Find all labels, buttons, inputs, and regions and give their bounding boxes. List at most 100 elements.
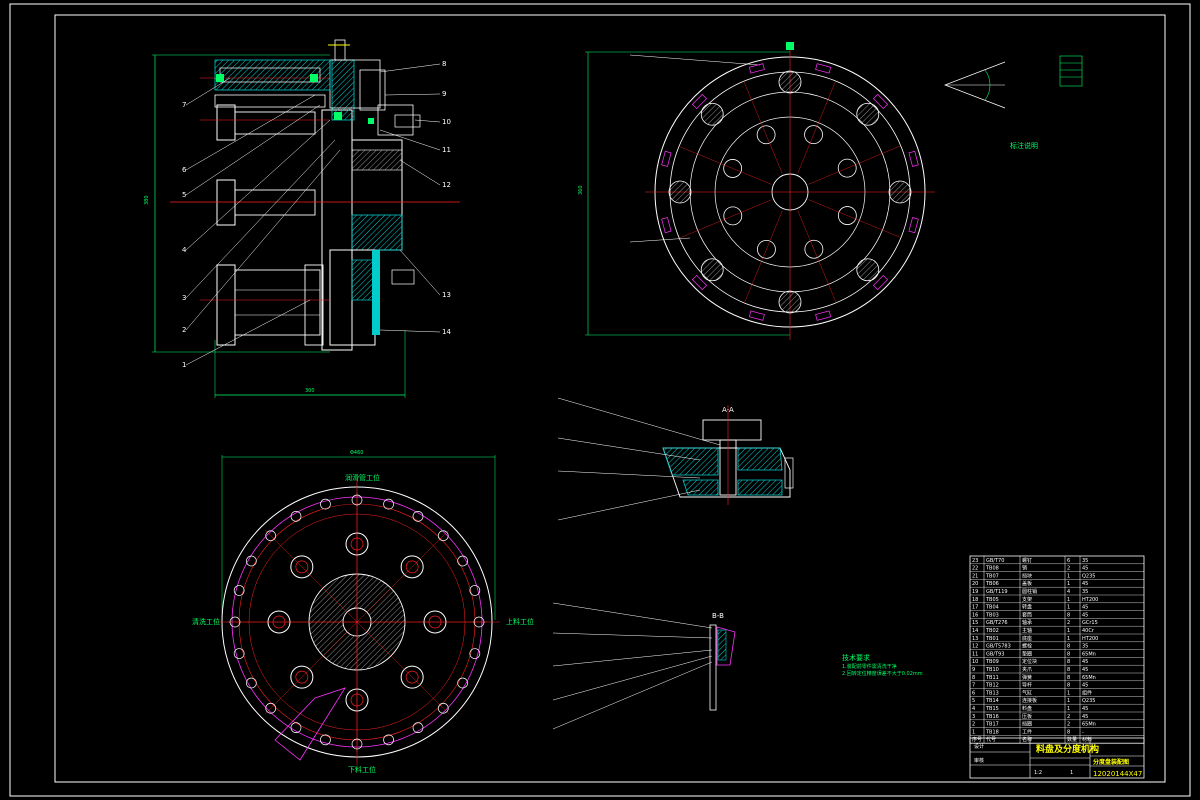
parts-cell: TB11 bbox=[985, 675, 999, 681]
parts-cell: TB15 bbox=[985, 706, 999, 712]
parts-cell: 螺钉 bbox=[1022, 557, 1032, 564]
parts-cell: 6 bbox=[1067, 558, 1070, 564]
parts-cell: 15 bbox=[972, 620, 978, 626]
leader-num-r3: 10 bbox=[442, 118, 451, 126]
leader-num-r1: 8 bbox=[442, 60, 446, 68]
pin-detail: B-B bbox=[552, 602, 736, 730]
title-scale: 1:2 bbox=[1034, 770, 1042, 776]
parts-cell: 螺栓 bbox=[1022, 643, 1032, 650]
leader-num-r4: 11 bbox=[442, 146, 451, 154]
parts-cell: TB07 bbox=[985, 573, 999, 579]
parts-cell: TB02 bbox=[985, 628, 999, 634]
rim-hole bbox=[412, 722, 424, 734]
rim-hole bbox=[290, 722, 302, 734]
rim-hole bbox=[437, 702, 449, 714]
title-main: 料盘及分度机构 bbox=[1036, 743, 1099, 755]
holder-inner bbox=[804, 125, 823, 145]
holder-inner bbox=[723, 159, 743, 178]
parts-cell: TB01 bbox=[985, 636, 999, 642]
rim-hole bbox=[383, 734, 394, 746]
index-hole bbox=[290, 555, 314, 579]
leader-num-l1: 7 bbox=[182, 101, 186, 109]
rim-hole bbox=[233, 648, 245, 659]
parts-cell: 定位块 bbox=[1022, 658, 1037, 665]
parts-cell: 45 bbox=[1082, 605, 1088, 611]
rim-hole bbox=[473, 616, 485, 628]
parts-cell: 12 bbox=[972, 644, 978, 650]
index-hole bbox=[400, 665, 424, 689]
holder-outer bbox=[778, 70, 802, 94]
parts-cell: 销 bbox=[1022, 565, 1027, 572]
parts-cell: 8 bbox=[972, 675, 975, 681]
detail-section: A-A bbox=[557, 397, 794, 521]
parts-cell: 45 bbox=[1082, 581, 1088, 587]
parts-cell: 13 bbox=[972, 636, 978, 642]
parts-cell: 45 bbox=[1082, 566, 1088, 572]
parts-cell: 45 bbox=[1082, 706, 1088, 712]
dim-width-bottom: 300 bbox=[305, 388, 315, 394]
title-sheet: 1 bbox=[1070, 770, 1073, 776]
station-left: 清洗工位 bbox=[192, 617, 220, 626]
top-view-disk: 360 bbox=[578, 42, 935, 340]
parts-cell: 工件 bbox=[1022, 728, 1032, 735]
tech-requirements: 技术要求 1.装配前零件需清洗干净 2.回转定位精度误差不大于0.02mm bbox=[842, 653, 923, 677]
parts-cell: 2 bbox=[1067, 722, 1070, 728]
parts-cell: 组件 bbox=[1082, 689, 1092, 696]
parts-cell: Q235 bbox=[1082, 698, 1095, 704]
leader-num-l5: 3 bbox=[182, 294, 186, 302]
parts-cell: GB/T70 bbox=[986, 558, 1004, 564]
parts-cell: 40Cr bbox=[1082, 628, 1095, 634]
parts-cell: 底座 bbox=[1022, 635, 1032, 642]
parts-cell: GB/T5783 bbox=[986, 644, 1011, 650]
angle-note: 标注说明 bbox=[1010, 141, 1038, 150]
index-disk-view: Φ460 润滑管工位 清洗工位 上料工位 下料工位 bbox=[192, 450, 534, 774]
parts-cell: TB09 bbox=[985, 659, 999, 665]
parts-cell: 8 bbox=[1067, 659, 1070, 665]
rim-hole bbox=[229, 616, 241, 628]
parts-header: 序号 bbox=[972, 736, 982, 743]
parts-cell: 35 bbox=[1082, 558, 1088, 564]
parts-cell: 20 bbox=[972, 581, 978, 587]
holder-inner bbox=[757, 239, 776, 259]
parts-cell: TB17 bbox=[985, 722, 999, 728]
parts-cell: 主轴 bbox=[1022, 627, 1032, 634]
parts-cell: 导杆 bbox=[1022, 682, 1032, 689]
parts-cell: 2 bbox=[1067, 566, 1070, 572]
parts-cell: TB14 bbox=[985, 698, 999, 704]
parts-cell: GCr15 bbox=[1082, 620, 1098, 626]
parts-cell: 8 bbox=[1067, 667, 1070, 673]
parts-cell: TB05 bbox=[985, 597, 999, 603]
parts-cell: 45 bbox=[1082, 612, 1088, 618]
parts-cell: 6 bbox=[972, 690, 975, 696]
tech-req-2: 2.回转定位精度误差不大于0.02mm bbox=[842, 670, 923, 677]
parts-cell: 1 bbox=[1067, 628, 1070, 634]
parts-cell: 1 bbox=[972, 729, 975, 735]
rim-hole bbox=[233, 585, 245, 596]
parts-cell: 45 bbox=[1082, 659, 1088, 665]
parts-cell: 65Mn bbox=[1082, 675, 1096, 681]
parts-cell: 轴承 bbox=[1022, 619, 1032, 626]
rim-hole bbox=[245, 677, 257, 689]
index-hole bbox=[290, 665, 314, 689]
parts-cell: 65Mn bbox=[1082, 722, 1096, 728]
parts-cell: 19 bbox=[972, 589, 978, 595]
parts-cell: 35 bbox=[1082, 644, 1088, 650]
parts-cell: 1 bbox=[1067, 605, 1070, 611]
dim-height-left: 380 bbox=[144, 195, 150, 205]
rim-hole bbox=[265, 530, 277, 542]
parts-cell: 压板 bbox=[1022, 713, 1032, 720]
rim-hole bbox=[437, 530, 449, 542]
parts-cell: 盖板 bbox=[1022, 580, 1032, 587]
parts-cell: 5 bbox=[972, 698, 975, 704]
parts-cell: 45 bbox=[1082, 683, 1088, 689]
rim-hole bbox=[351, 494, 363, 506]
parts-cell: 2 bbox=[972, 722, 975, 728]
holder-inner bbox=[837, 158, 857, 178]
rim-hole bbox=[469, 585, 481, 596]
parts-cell: 18 bbox=[972, 597, 978, 603]
parts-cell: 圆柱销 bbox=[1022, 588, 1037, 595]
parts-cell: TB10 bbox=[985, 667, 999, 673]
parts-cell: 1 bbox=[1067, 706, 1070, 712]
parts-cell: 1 bbox=[1067, 573, 1070, 579]
